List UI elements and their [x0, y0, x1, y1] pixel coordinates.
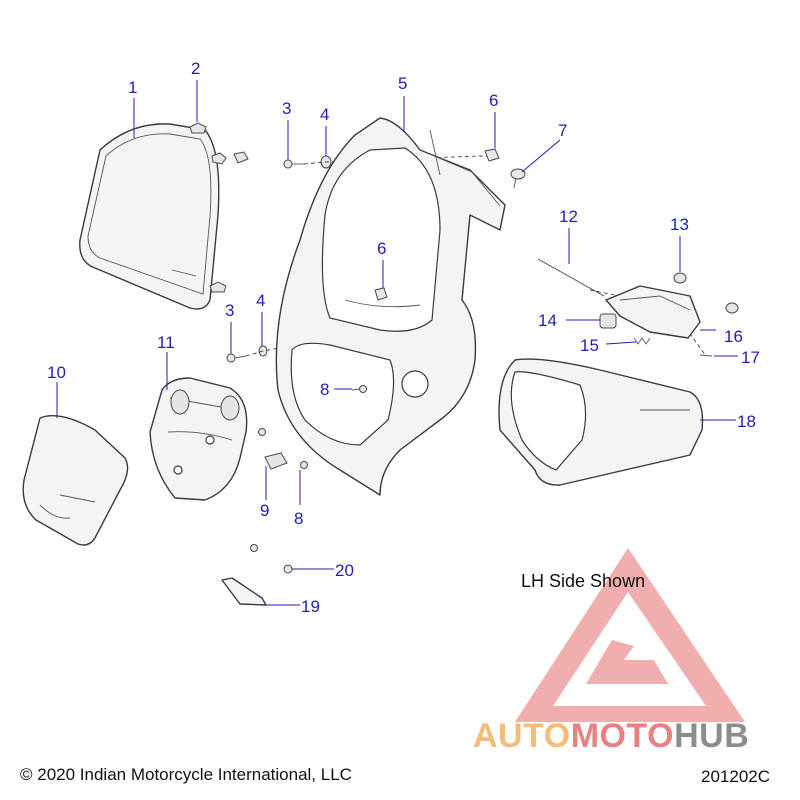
part-20-screw [250, 544, 293, 574]
part-19-bracket [221, 577, 267, 606]
hinge-bracket [605, 285, 701, 339]
part-18-storage-bin [498, 358, 704, 486]
callout-8: 8 [320, 380, 329, 399]
part-10-lower-cover [22, 415, 129, 546]
watermark-part-auto: AUTO [473, 717, 571, 755]
watermark-part-hub: HUB [674, 717, 750, 755]
callout-7: 7 [558, 121, 567, 140]
part-1-panel [79, 123, 220, 310]
part-9-clip [264, 452, 288, 470]
callout-5: 5 [398, 74, 407, 93]
callout-11: 11 [157, 333, 175, 352]
callout-19: 19 [301, 597, 320, 616]
callout-3: 3 [282, 99, 291, 118]
callout-6b: 6 [377, 239, 386, 258]
callout-13: 13 [670, 215, 689, 234]
part-8-screw [258, 385, 367, 469]
callout-2: 2 [191, 59, 200, 78]
callout-9: 9 [260, 501, 269, 520]
callout-15: 15 [580, 336, 599, 355]
side-shown-note: LH Side Shown [521, 571, 646, 591]
callout-12: 12 [559, 207, 578, 226]
part-11-inner-panel [149, 377, 248, 501]
callout-4: 4 [320, 105, 329, 124]
leader-lines [56, 80, 738, 606]
callout-6: 6 [489, 91, 498, 110]
callout-17: 17 [741, 348, 760, 367]
part-14-bushing [599, 313, 617, 329]
copyright-text: © 2020 Indian Motorcycle International, … [20, 765, 352, 784]
callout-10: 10 [47, 363, 66, 382]
callout-20: 20 [335, 561, 354, 580]
watermark-logo-icon [515, 548, 745, 722]
watermark-wordmark: AUTOMOTOHUB [473, 717, 749, 756]
part-13-knob [673, 272, 739, 314]
part-5-fairing-housing [275, 117, 506, 496]
callout-4b: 4 [256, 291, 265, 310]
callout-labels: 1 2 3 4 5 6 7 3 4 6 12 13 14 16 15 17 18… [47, 59, 760, 616]
watermark-part-moto: MOTO [570, 717, 675, 755]
part-12-rod [537, 258, 605, 297]
part-2-clip [189, 122, 249, 293]
part-6-nut [374, 148, 500, 301]
callout-18: 18 [737, 412, 756, 431]
part-7-bolt [510, 168, 526, 189]
part-15-spring [633, 337, 651, 345]
callout-16: 16 [724, 327, 743, 346]
drawing-number: 201202C [701, 767, 771, 786]
callout-1: 1 [128, 78, 137, 97]
callout-3b: 3 [225, 301, 234, 320]
callout-8b: 8 [294, 509, 303, 528]
part-17-pin [699, 354, 713, 357]
callout-14: 14 [538, 311, 557, 330]
